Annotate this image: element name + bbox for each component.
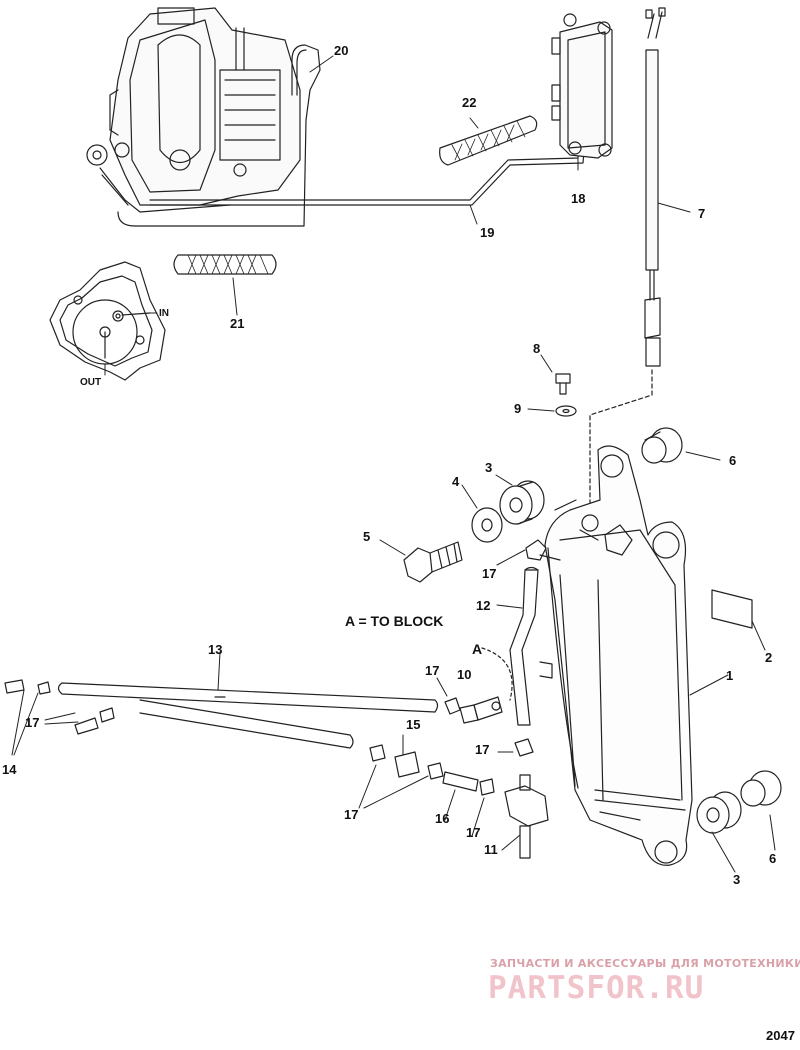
callout-6-top: 6 [729, 453, 737, 468]
callout-5: 5 [363, 529, 371, 544]
tee-fitting-11 [504, 774, 549, 859]
callout-17-bottom: 17 [344, 807, 359, 822]
pump-out-label: OUT [80, 377, 102, 388]
callout-2: 2 [765, 650, 773, 665]
clamp-17-top [525, 539, 547, 561]
callout-3-bottom: 3 [733, 872, 741, 887]
callout-4: 4 [452, 474, 460, 489]
callout-12: 12 [476, 598, 491, 613]
callout-17-near-16: 17 [466, 825, 481, 840]
callout-17-near-10: 17 [425, 663, 440, 678]
callout-10: 10 [457, 667, 472, 682]
watermark-logo: PARTSFOR.RU [488, 970, 705, 1006]
canister-1 [539, 445, 693, 866]
hose-13 [57, 682, 439, 749]
callout-13: 13 [208, 642, 223, 657]
callout-15: 15 [406, 717, 421, 732]
hose-12 [509, 569, 539, 726]
callout-17-top: 17 [482, 566, 497, 581]
fuel-line-20 [117, 44, 321, 227]
label-plate-2 [711, 589, 753, 629]
spacer-6-bottom [740, 770, 782, 807]
callout-8: 8 [533, 341, 541, 356]
note-a-to-block: A = TO BLOCK [345, 613, 444, 629]
watermark-tagline: ЗАПЧАСТИ И АКСЕССУАРЫ ДЛЯ МОТОТЕХНИКИ [490, 957, 800, 970]
fuel-pump [49, 261, 166, 381]
callout-1: 1 [726, 668, 734, 683]
callout-14: 14 [2, 762, 17, 777]
grommet-3-top [499, 480, 545, 525]
marker-a: A [472, 641, 483, 657]
callout-3-top: 3 [485, 460, 493, 475]
figure-number: 2047 [766, 1028, 795, 1043]
bolt-5 [403, 541, 463, 583]
callout-22: 22 [462, 95, 477, 110]
callout-20: 20 [334, 43, 349, 58]
screw-8 [555, 373, 571, 395]
washer-4 [471, 507, 503, 543]
grommet-3-bottom [696, 791, 742, 834]
callout-16: 16 [435, 811, 450, 826]
hose-22 [439, 115, 538, 166]
clamp-17-near-11 [514, 738, 534, 757]
callout-11: 11 [484, 842, 498, 857]
callout-17-left: 17 [25, 715, 40, 730]
pump-in-label: IN [159, 308, 169, 319]
callout-18: 18 [571, 191, 586, 206]
engine-block [86, 7, 301, 213]
washer-9 [555, 405, 577, 417]
callout-6-bottom: 6 [769, 851, 777, 866]
hose-21 [173, 254, 277, 275]
callout-19: 19 [480, 225, 495, 240]
callout-9: 9 [514, 401, 522, 416]
sensor-7 [644, 7, 666, 367]
spacer-6-top [641, 427, 683, 464]
callout-21: 21 [230, 316, 245, 331]
clamp-17-near-10 [444, 697, 461, 715]
hose-16 [442, 771, 479, 792]
connector-15 [369, 744, 444, 780]
fitting-14 [4, 679, 115, 735]
callout-7: 7 [698, 206, 706, 221]
callout-17-near-11: 17 [475, 742, 490, 757]
module-18 [551, 13, 613, 159]
fitting-10 [459, 696, 503, 724]
